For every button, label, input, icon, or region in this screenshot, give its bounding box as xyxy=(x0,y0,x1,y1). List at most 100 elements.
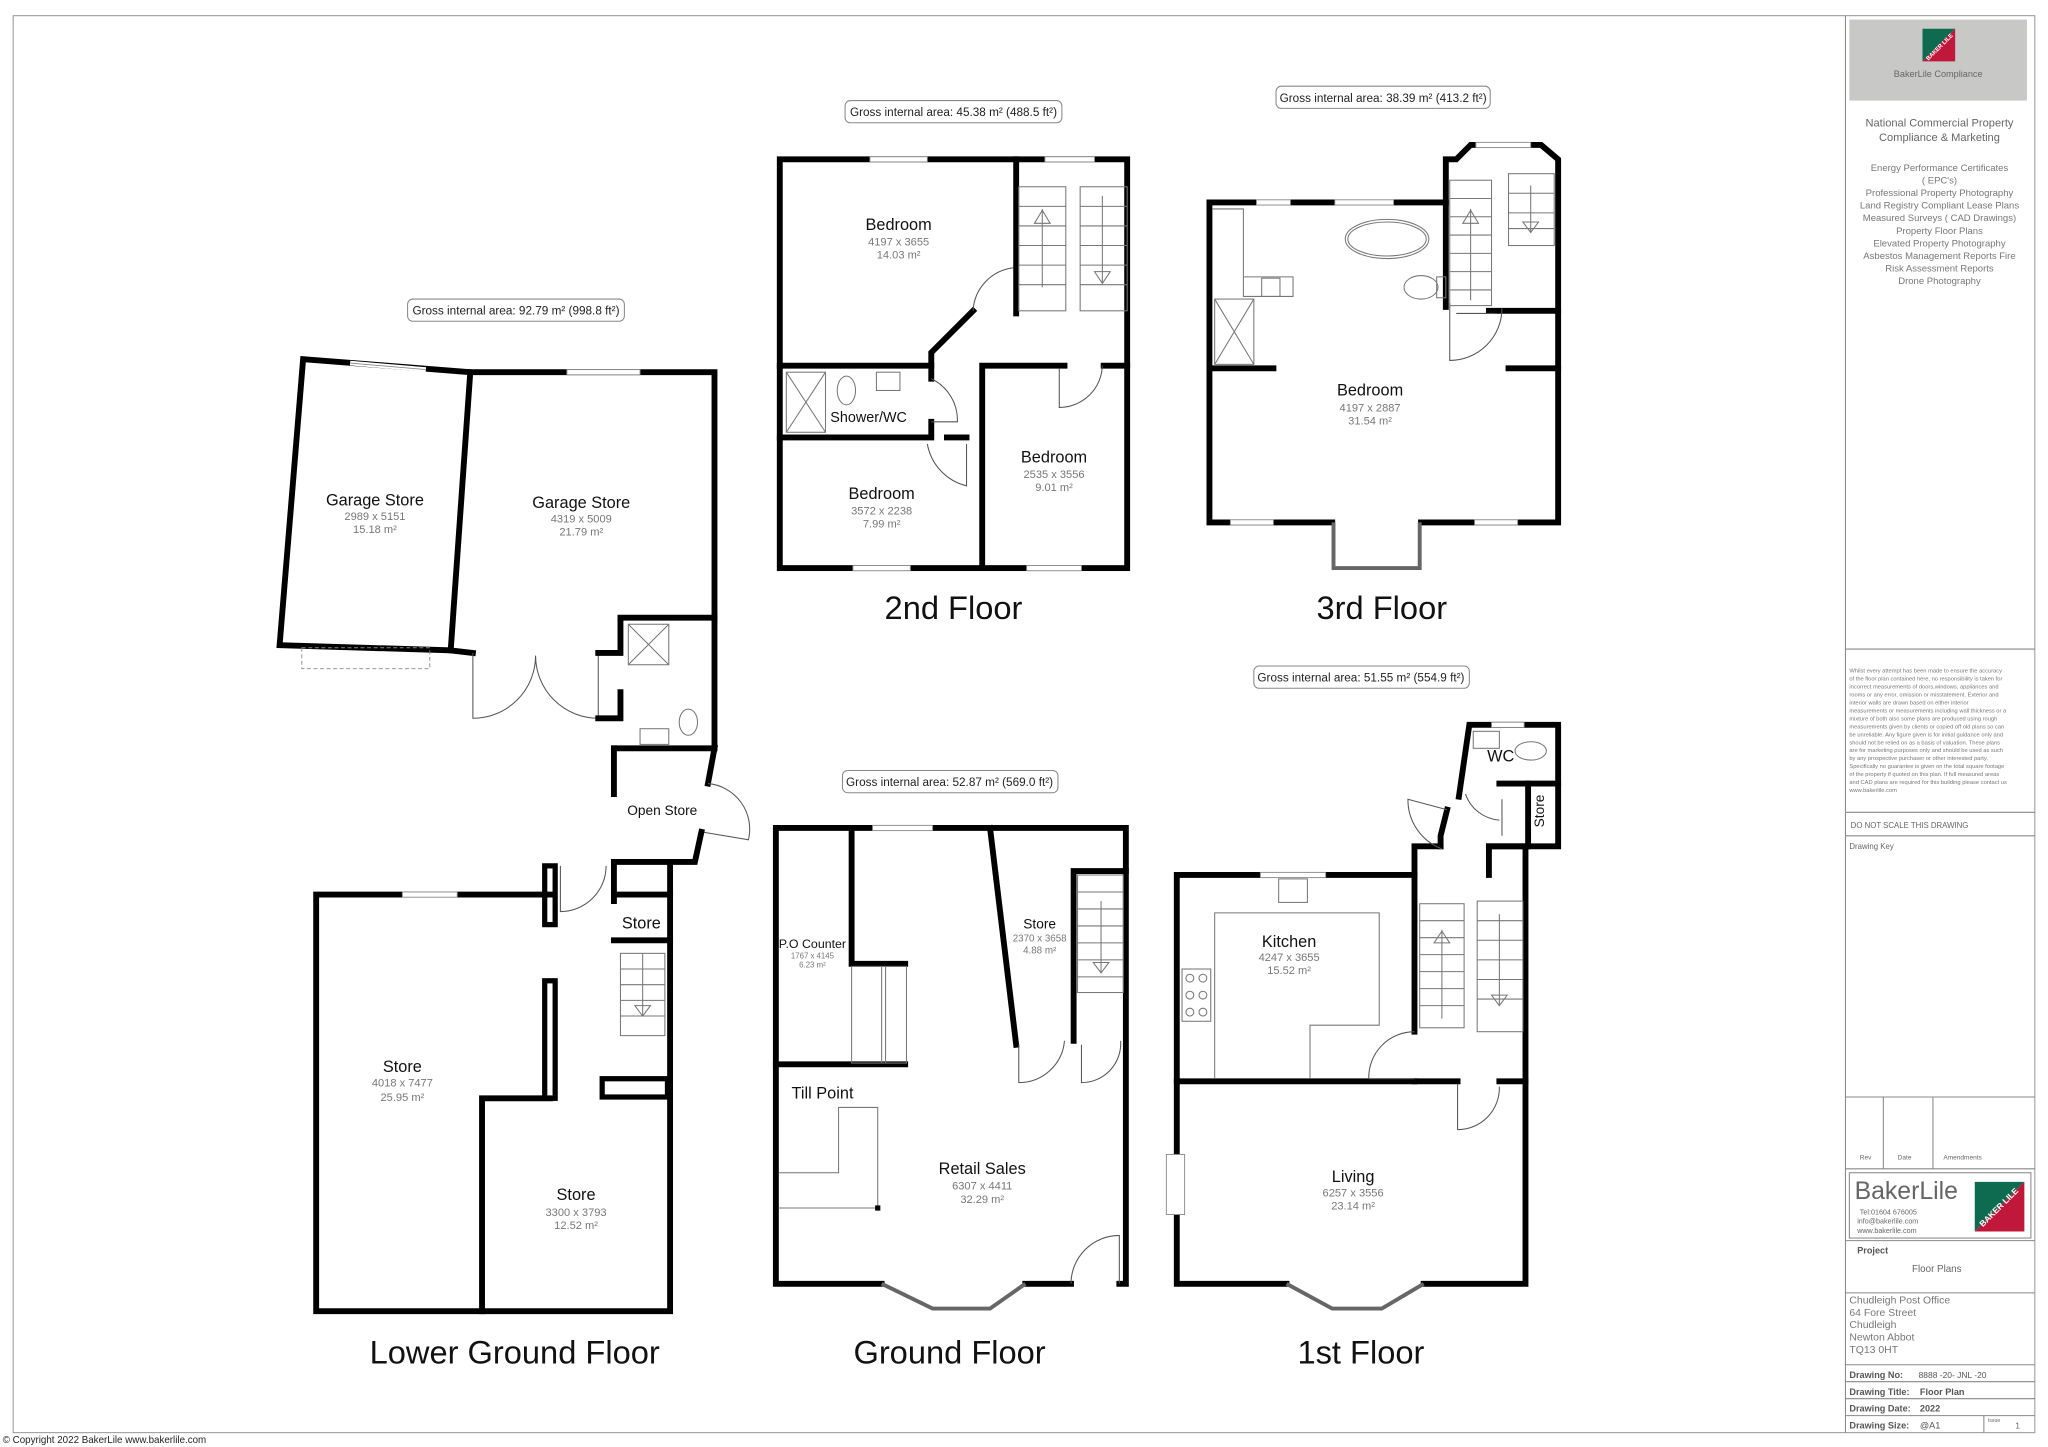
second-floor-plan: Gross internal area: 45.38 m² (488.5 ft²… xyxy=(776,100,1131,626)
room-name: Open Store xyxy=(627,803,697,818)
first-floor-plan: Gross internal area: 51.55 m² (554.9 ft²… xyxy=(1165,665,1562,1370)
disclaimer-line: should not be relied on as a basis of va… xyxy=(1849,740,2000,746)
services-list: Energy Performance Certificates( EPC's)P… xyxy=(1860,163,2019,287)
room-area: 31.54 m² xyxy=(1348,415,1392,427)
room-name: Store xyxy=(1023,917,1056,932)
gia-label: Gross internal area: 45.38 m² (488.5 ft²… xyxy=(850,106,1057,119)
room-area: 21.79 m² xyxy=(559,526,603,538)
room-name: Till Point xyxy=(792,1084,854,1102)
address-line: 64 Fore Street xyxy=(1849,1308,1916,1319)
room-area: 25.95 m² xyxy=(380,1092,424,1104)
drawing-date: 2022 xyxy=(1920,1404,1940,1414)
floor-title: 2nd Floor xyxy=(885,589,1023,626)
drawing-title-label: Drawing Title: xyxy=(1849,1387,1909,1397)
room-name: Store xyxy=(1532,794,1547,827)
room-dims: 4319 x 5009 xyxy=(551,513,612,525)
disclaimer-line: Whilst every attempt has been made to en… xyxy=(1849,669,2002,675)
address-line: Newton Abbot xyxy=(1849,1333,1914,1344)
copyright: © Copyright 2022 BakerLile www.bakerlile… xyxy=(3,1435,206,1446)
company-email: info@bakerlile.com xyxy=(1857,1218,1918,1226)
room-name: Bedroom xyxy=(1337,382,1403,400)
room-area: 4.88 m² xyxy=(1023,945,1057,956)
drawing-size-label: Drawing Size: xyxy=(1849,1421,1909,1431)
room-dims: 2370 x 3658 xyxy=(1013,934,1067,945)
room-dims: 6307 x 4411 xyxy=(952,1181,1012,1193)
rev-header: Rev xyxy=(1860,1155,1872,1162)
company-web: www.bakerlile.com xyxy=(1856,1227,1916,1235)
disclaimer-line: and CAD plans are required for this buil… xyxy=(1849,780,2007,786)
disclaimer-line: measurements or measurements including w… xyxy=(1849,708,2007,714)
sheet-border xyxy=(12,15,2036,1434)
room-name: Retail Sales xyxy=(939,1160,1026,1178)
room-dims: 2989 x 5151 xyxy=(344,511,405,523)
service-item: Professional Property Photography xyxy=(1866,188,2014,199)
title-block: BAKER LILE BakerLile Compliance National… xyxy=(1844,15,2035,1433)
company-name: BakerLile xyxy=(1855,1178,1958,1205)
room-name: P.O Counter xyxy=(779,937,846,951)
address-line: Chudleigh Post Office xyxy=(1849,1295,1950,1306)
service-item: Measured Surveys ( CAD Drawings) xyxy=(1863,213,2016,224)
disclaimer-line: by any prospective purchaser or other in… xyxy=(1849,756,1988,762)
drawing-date-label: Drawing Date: xyxy=(1849,1404,1910,1414)
disclaimer-line: mixture of both also some plans are prod… xyxy=(1849,716,1997,722)
issue-label: Issue xyxy=(1988,1418,2001,1424)
room-name: Garage Store xyxy=(326,491,424,509)
tagline: Compliance & Marketing xyxy=(1879,132,2000,144)
service-item: Elevated Property Photography xyxy=(1873,238,2005,249)
tagline: National Commercial Property xyxy=(1865,118,2013,130)
room-dims: 4018 x 7477 xyxy=(372,1078,433,1090)
disclaimer-line: measurements given by clients or copied … xyxy=(1849,724,2004,730)
disclaimer-line: of the floor plan contained here, no res… xyxy=(1849,677,2002,683)
logo-caption: BakerLile Compliance xyxy=(1894,69,1983,79)
room-area: 32.29 m² xyxy=(960,1194,1004,1206)
amendments-header: Amendments xyxy=(1943,1155,1982,1162)
room-area: 9.01 m² xyxy=(1035,482,1073,494)
room-name: Living xyxy=(1332,1168,1375,1186)
room-dims: 4247 x 3655 xyxy=(1259,952,1320,964)
drawing-key-label: Drawing Key xyxy=(1849,842,1893,851)
ground-floor-plan: Gross internal area: 52.87 m² (569.0 ft²… xyxy=(772,769,1129,1370)
room-area: 12.52 m² xyxy=(554,1220,598,1232)
room-area: 15.52 m² xyxy=(1267,965,1311,977)
room-dims: 6257 x 3556 xyxy=(1323,1187,1384,1199)
bakerlile-logo: BAKER LILE xyxy=(1922,28,1956,62)
floor-title: Lower Ground Floor xyxy=(370,1333,660,1370)
room-name: Kitchen xyxy=(1262,933,1316,951)
service-item: Land Registry Compliant Lease Plans xyxy=(1860,201,2019,212)
service-item: Asbestos Management Reports Fire xyxy=(1863,251,2015,262)
service-item: Risk Assessment Reports xyxy=(1885,263,1994,274)
room-name: Store xyxy=(557,1186,596,1204)
drawing-no-label: Drawing No: xyxy=(1849,1370,1903,1380)
third-floor-plan: Gross internal area: 38.39 m² (413.2 ft²… xyxy=(1206,85,1562,626)
room-dims: 3300 x 3793 xyxy=(546,1207,607,1219)
room-dims: 3572 x 2238 xyxy=(851,506,912,518)
bakerlile-logo: BAKER LILE xyxy=(1974,1181,2025,1232)
gia-label: Gross internal area: 38.39 m² (413.2 ft²… xyxy=(1280,92,1487,105)
lower-ground-floor-plan: Gross internal area: 92.79 m² (998.8 ft²… xyxy=(276,298,751,1370)
project-value: Floor Plans xyxy=(1912,1264,1962,1275)
gia-label: Gross internal area: 52.87 m² (569.0 ft²… xyxy=(846,776,1053,789)
date-header: Date xyxy=(1898,1155,1912,1162)
drawing-no: 8888 -20- JNL -20 xyxy=(1919,1370,1987,1380)
floor-title: 1st Floor xyxy=(1297,1333,1424,1370)
room-area: 15.18 m² xyxy=(353,524,397,536)
room-dims: 1767 x 4145 xyxy=(791,952,835,961)
floor-title: 3rd Floor xyxy=(1317,589,1448,626)
disclaimer-line: of the property if quoted on this plan. … xyxy=(1849,772,1999,778)
room-dims: 4197 x 2887 xyxy=(1340,402,1401,414)
room-name: Bedroom xyxy=(866,216,932,234)
room-area: 6.23 m² xyxy=(799,961,826,970)
issue-number: 1 xyxy=(2015,1421,2020,1431)
room-area: 23.14 m² xyxy=(1331,1200,1375,1212)
service-item: Property Floor Plans xyxy=(1896,226,1983,237)
room-dims: 4197 x 3655 xyxy=(868,237,929,249)
address-line: TQ13 0HT xyxy=(1849,1345,1898,1356)
service-item: Energy Performance Certificates xyxy=(1871,163,2009,174)
do-not-scale: DO NOT SCALE THIS DRAWING xyxy=(1851,821,1969,830)
gia-label: Gross internal area: 51.55 m² (554.9 ft²… xyxy=(1257,672,1464,685)
room-name: Bedroom xyxy=(1021,448,1087,466)
project-label: Project xyxy=(1857,1246,1888,1256)
company-tel: Tel:01604 676005 xyxy=(1860,1209,1917,1217)
